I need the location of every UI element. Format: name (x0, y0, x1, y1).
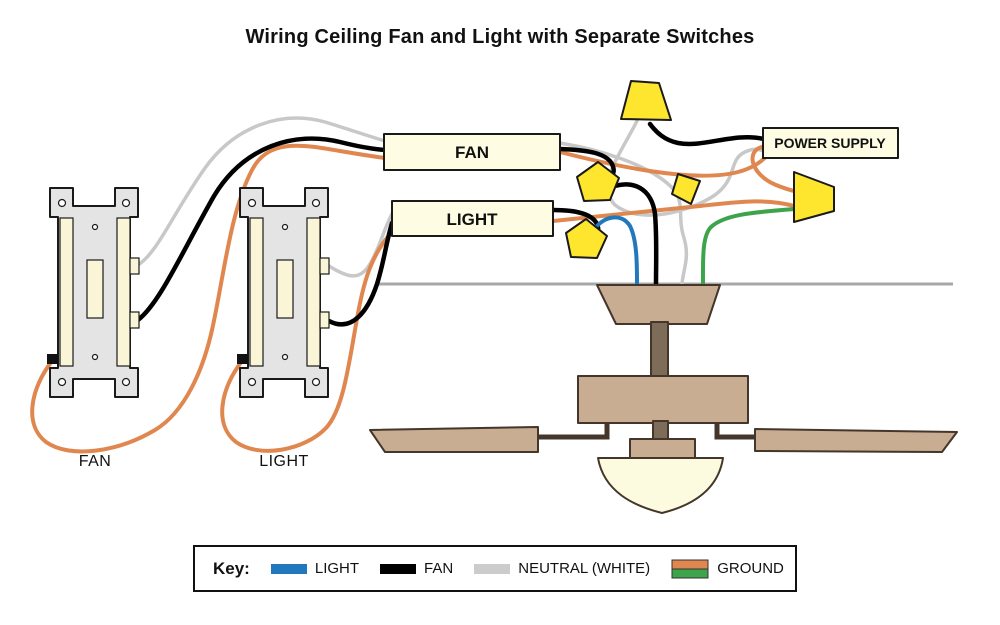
light-wire-nut-to-canopy (591, 215, 639, 286)
light-switch-terminal-bottom (319, 311, 330, 329)
light-wires (591, 215, 639, 286)
green-wire-junction-to-canopy (700, 207, 796, 286)
legend: Key: LIGHT FAN NEUTRAL (WHITE) GROUN (193, 545, 797, 592)
legend-item-ground: GROUND (671, 559, 784, 579)
light-switch-terminal-top (319, 257, 330, 275)
screw-hole (121, 198, 131, 208)
screw-hole (281, 223, 289, 231)
screw-hole (91, 223, 99, 231)
screw-hole (311, 198, 321, 208)
legend-item-fan: FAN (380, 560, 453, 577)
neutral-wire-fan-switch-to-fan-box (136, 116, 387, 267)
light-box (391, 200, 554, 237)
light-switch-ground-terminal (237, 354, 248, 364)
ground-wire-fan-switch-loop (30, 143, 387, 454)
wire-nut-small (671, 173, 701, 205)
screw-hole (57, 377, 67, 387)
neutral-wire-fan-box-to-canopy (558, 141, 689, 286)
light-box-label: LIGHT (447, 210, 499, 229)
wire-nut-light (565, 218, 608, 259)
fan-canopy (596, 284, 721, 325)
screw-hole (311, 377, 321, 387)
wire-nut-top (620, 80, 672, 121)
fan-wire-switch-to-fan-box (135, 136, 388, 323)
fan-switch-ground-terminal (47, 354, 58, 364)
screw-hole (121, 377, 131, 387)
light-switch-caption: LIGHT (259, 453, 309, 470)
legend-label: GROUND (717, 560, 784, 577)
ground-wire-swatch (671, 559, 709, 578)
fan-blade-arm-left (538, 424, 610, 440)
fan-downrod (650, 321, 669, 379)
ground-pigtail (700, 207, 796, 286)
fan-switch-caption: FAN (79, 453, 112, 470)
screw-hole (247, 377, 257, 387)
fan-blade-right (754, 428, 958, 453)
light-wire-swatch (270, 563, 307, 574)
fan-motor-housing (577, 375, 749, 424)
legend-title: Key: (213, 558, 250, 578)
fan-wire-light-switch-to-light-box (326, 220, 395, 327)
fan-blade-left (369, 426, 539, 453)
label-boxes (383, 127, 899, 237)
neutral-wire-swatch (474, 563, 511, 574)
legend-item-neutral: NEUTRAL (WHITE) (474, 560, 650, 577)
fan-switch-terminal-bottom (129, 311, 140, 329)
wire-nuts (565, 80, 835, 259)
fan-switch (47, 187, 140, 398)
ground-wire-light-box-to-junction (551, 199, 796, 223)
legend-label: LIGHT (314, 560, 360, 577)
legend-label: NEUTRAL (WHITE) (518, 560, 651, 577)
fan-switch-terminal-top (129, 257, 140, 275)
fan-wire-nut-to-canopy (601, 182, 659, 287)
screw-hole (247, 198, 257, 208)
power-supply-label: POWER SUPPLY (774, 135, 886, 151)
fan-wire-power-supply-to-top-nut (647, 121, 767, 147)
light-switch-toggle[interactable] (276, 259, 294, 319)
light-switch (237, 187, 330, 398)
screw-hole (91, 353, 99, 361)
fan-switch-slot-left (59, 217, 74, 367)
legend-label: FAN (424, 560, 454, 577)
power-supply-box (762, 127, 899, 159)
ceiling-fan (369, 284, 958, 514)
wire-nut-fan (576, 161, 620, 202)
fan-switch-slot-right (116, 217, 131, 367)
fan-light-fitter (629, 438, 696, 460)
screw-hole (281, 353, 289, 361)
fan-box-label: FAN (455, 143, 489, 162)
fan-light-globe (597, 457, 724, 514)
fan-switch-toggle[interactable] (86, 259, 104, 319)
ground-wire-light-switch-loop (220, 230, 394, 453)
diagram-title: Wiring Ceiling Fan and Light with Separa… (245, 26, 755, 48)
light-switch-slot-left (249, 217, 264, 367)
legend-item-light: LIGHT (270, 560, 360, 577)
light-switch-slot-right (306, 217, 321, 367)
screw-hole (57, 198, 67, 208)
wire-nut-ground (793, 171, 835, 223)
fan-box (383, 133, 561, 171)
fan-wire-swatch (380, 563, 417, 574)
